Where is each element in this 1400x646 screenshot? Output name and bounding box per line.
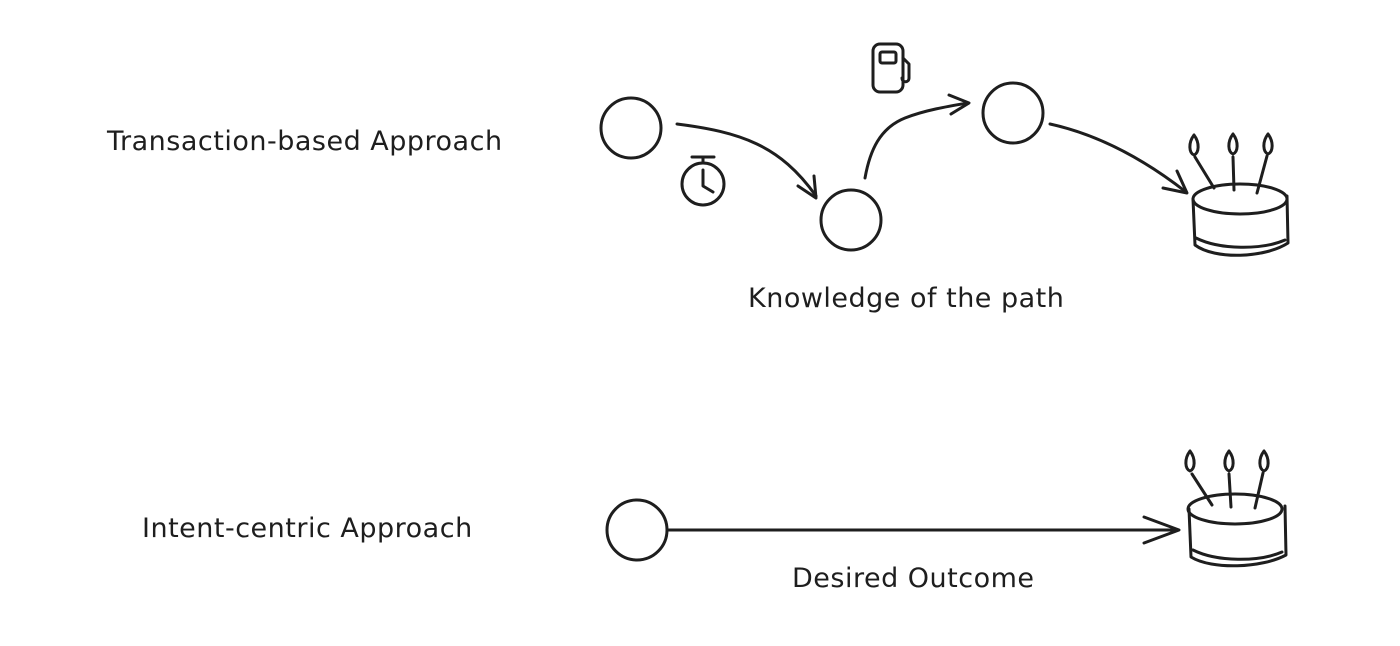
- intent-arrow: [665, 515, 1181, 545]
- birthday-cake-icon: [1184, 449, 1288, 568]
- transaction-middle-node: [819, 188, 883, 252]
- intent-approach-title: Intent-centric Approach: [142, 513, 473, 544]
- transaction-arrow-2: [863, 93, 971, 180]
- transaction-start-node: [599, 96, 663, 160]
- intent-start-node: [605, 498, 669, 562]
- transaction-arrow-1: [675, 122, 818, 200]
- transaction-path-caption: Knowledge of the path: [748, 283, 1065, 314]
- transaction-arrow-3: [1048, 122, 1189, 195]
- birthday-cake-icon: [1188, 132, 1290, 257]
- intent-outcome-caption: Desired Outcome: [792, 563, 1035, 594]
- stopwatch-icon: [680, 155, 726, 207]
- fuel-pump-icon: [871, 42, 911, 94]
- transaction-approach-title: Transaction-based Approach: [107, 126, 503, 157]
- transaction-third-node: [981, 81, 1045, 145]
